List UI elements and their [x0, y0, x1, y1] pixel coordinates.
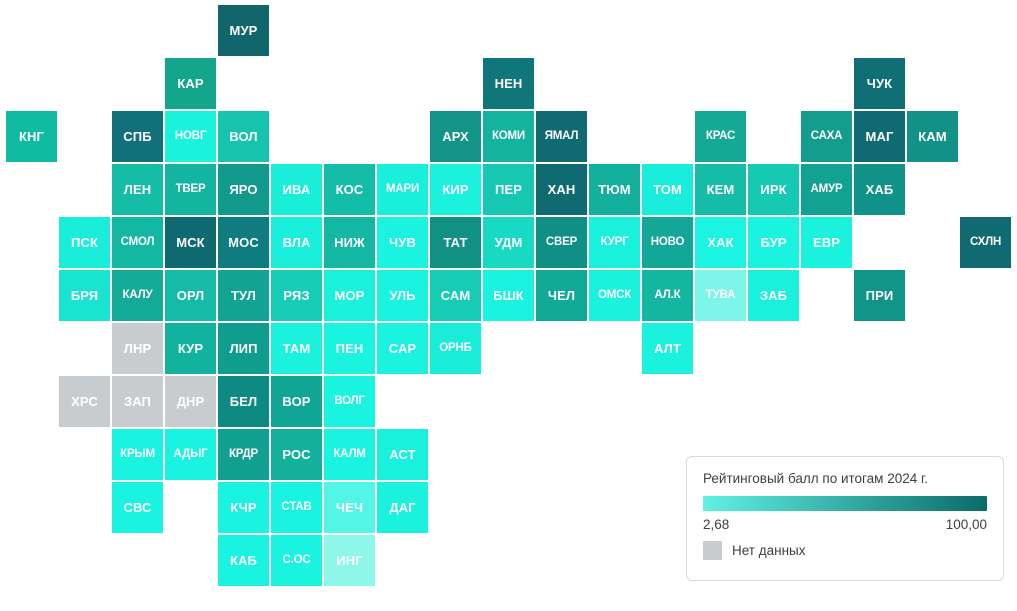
- region-tile[interactable]: ЛИП: [218, 323, 269, 374]
- region-tile[interactable]: ЛНР: [112, 323, 163, 374]
- region-tile[interactable]: ХАК: [695, 217, 746, 268]
- region-tile[interactable]: КАБ: [218, 535, 269, 586]
- region-tile[interactable]: ТАМ: [271, 323, 322, 374]
- region-tile[interactable]: ТУЛ: [218, 270, 269, 321]
- region-tile[interactable]: КРАС: [695, 111, 746, 162]
- region-tile[interactable]: ОРНБ: [430, 323, 481, 374]
- region-tile[interactable]: КУРГ: [589, 217, 640, 268]
- region-tile[interactable]: ЛЕН: [112, 164, 163, 215]
- region-tile[interactable]: БУР: [748, 217, 799, 268]
- region-tile[interactable]: ПСК: [59, 217, 110, 268]
- region-tile[interactable]: ДНР: [165, 376, 216, 427]
- region-tile[interactable]: АЛ.К: [642, 270, 693, 321]
- region-tile[interactable]: ДАГ: [377, 482, 428, 533]
- legend-nodata-row: Нет данных: [703, 541, 987, 561]
- region-tile[interactable]: ВОР: [271, 376, 322, 427]
- region-tile[interactable]: СВС: [112, 482, 163, 533]
- region-tile[interactable]: ТУВА: [695, 270, 746, 321]
- region-tile[interactable]: ЕВР: [801, 217, 852, 268]
- map-legend: Рейтинговый балл по итогам 2024 г. 2,68 …: [686, 456, 1004, 581]
- region-tile[interactable]: ХАБ: [854, 164, 905, 215]
- region-tile[interactable]: ВОЛ: [218, 111, 269, 162]
- region-tile[interactable]: ЧУВ: [377, 217, 428, 268]
- region-tile[interactable]: МОР: [324, 270, 375, 321]
- region-tile[interactable]: КАЛМ: [324, 429, 375, 480]
- region-tile[interactable]: ХРС: [59, 376, 110, 427]
- legend-min-value: 2,68: [703, 517, 730, 533]
- region-tile[interactable]: ПЕН: [324, 323, 375, 374]
- region-tile[interactable]: СХЛН: [960, 217, 1011, 268]
- region-tile[interactable]: БЕЛ: [218, 376, 269, 427]
- region-tile[interactable]: СТАВ: [271, 482, 322, 533]
- region-tile[interactable]: НОВГ: [165, 111, 216, 162]
- legend-title: Рейтинговый балл по итогам 2024 г.: [703, 471, 929, 486]
- region-tile[interactable]: РЯЗ: [271, 270, 322, 321]
- region-tile[interactable]: КРДР: [218, 429, 269, 480]
- region-tile[interactable]: ХАН: [536, 164, 587, 215]
- region-tile[interactable]: КРЫМ: [112, 429, 163, 480]
- region-tile[interactable]: ТОМ: [642, 164, 693, 215]
- region-tile[interactable]: ИРК: [748, 164, 799, 215]
- region-tile[interactable]: САХА: [801, 111, 852, 162]
- region-tile[interactable]: КАМ: [907, 111, 958, 162]
- region-tile[interactable]: ВОЛГ: [324, 376, 375, 427]
- region-tile[interactable]: КУР: [165, 323, 216, 374]
- legend-scale: 2,68 100,00: [703, 517, 987, 532]
- region-tile[interactable]: АМУР: [801, 164, 852, 215]
- region-tile[interactable]: ЧЕЧ: [324, 482, 375, 533]
- legend-gradient-bar: [703, 496, 987, 512]
- region-tile[interactable]: АЛТ: [642, 323, 693, 374]
- region-tile[interactable]: КЧР: [218, 482, 269, 533]
- region-tile[interactable]: ПРИ: [854, 270, 905, 321]
- region-tile[interactable]: НЕН: [483, 58, 534, 109]
- legend-nodata-label: Нет данных: [732, 543, 806, 559]
- region-tile[interactable]: ОМСК: [589, 270, 640, 321]
- region-tile[interactable]: КОМИ: [483, 111, 534, 162]
- region-tile[interactable]: МАГ: [854, 111, 905, 162]
- region-tile[interactable]: ОРЛ: [165, 270, 216, 321]
- region-tile[interactable]: КИР: [430, 164, 481, 215]
- region-tile[interactable]: АДЫГ: [165, 429, 216, 480]
- region-tile[interactable]: ЯМАЛ: [536, 111, 587, 162]
- region-tile[interactable]: КНГ: [6, 111, 57, 162]
- legend-nodata-swatch: [703, 541, 722, 561]
- region-tile[interactable]: СМОЛ: [112, 217, 163, 268]
- region-tile[interactable]: РОС: [271, 429, 322, 480]
- region-tile[interactable]: ЧЕЛ: [536, 270, 587, 321]
- region-tile[interactable]: ВЛА: [271, 217, 322, 268]
- region-tile[interactable]: МУР: [218, 5, 269, 56]
- region-tile[interactable]: С.ОС: [271, 535, 322, 586]
- region-tile[interactable]: ЧУК: [854, 58, 905, 109]
- region-tile[interactable]: ИНГ: [324, 535, 375, 586]
- region-tile[interactable]: САР: [377, 323, 428, 374]
- region-tile[interactable]: БРЯ: [59, 270, 110, 321]
- region-tile[interactable]: НИЖ: [324, 217, 375, 268]
- region-tile[interactable]: СПБ: [112, 111, 163, 162]
- region-tile[interactable]: МОС: [218, 217, 269, 268]
- region-tile[interactable]: ЯРО: [218, 164, 269, 215]
- legend-max-value: 100,00: [945, 517, 987, 533]
- region-tile[interactable]: САМ: [430, 270, 481, 321]
- region-tile[interactable]: СВЕР: [536, 217, 587, 268]
- region-tile[interactable]: ТЮМ: [589, 164, 640, 215]
- region-tile[interactable]: КАЛУ: [112, 270, 163, 321]
- region-tile[interactable]: КОС: [324, 164, 375, 215]
- region-tile[interactable]: БШК: [483, 270, 534, 321]
- region-tile[interactable]: МАРИ: [377, 164, 428, 215]
- region-tile[interactable]: ТАТ: [430, 217, 481, 268]
- region-tile[interactable]: ТВЕР: [165, 164, 216, 215]
- region-tile[interactable]: АСТ: [377, 429, 428, 480]
- region-tile[interactable]: ЗАП: [112, 376, 163, 427]
- region-tile[interactable]: НОВО: [642, 217, 693, 268]
- region-tile[interactable]: МСК: [165, 217, 216, 268]
- region-tile[interactable]: УЛЬ: [377, 270, 428, 321]
- region-tile[interactable]: ПЕР: [483, 164, 534, 215]
- region-tile[interactable]: КАР: [165, 58, 216, 109]
- region-tile[interactable]: ИВА: [271, 164, 322, 215]
- region-tile[interactable]: АРХ: [430, 111, 481, 162]
- region-tile[interactable]: УДМ: [483, 217, 534, 268]
- region-tile[interactable]: ЗАБ: [748, 270, 799, 321]
- region-tile[interactable]: КЕМ: [695, 164, 746, 215]
